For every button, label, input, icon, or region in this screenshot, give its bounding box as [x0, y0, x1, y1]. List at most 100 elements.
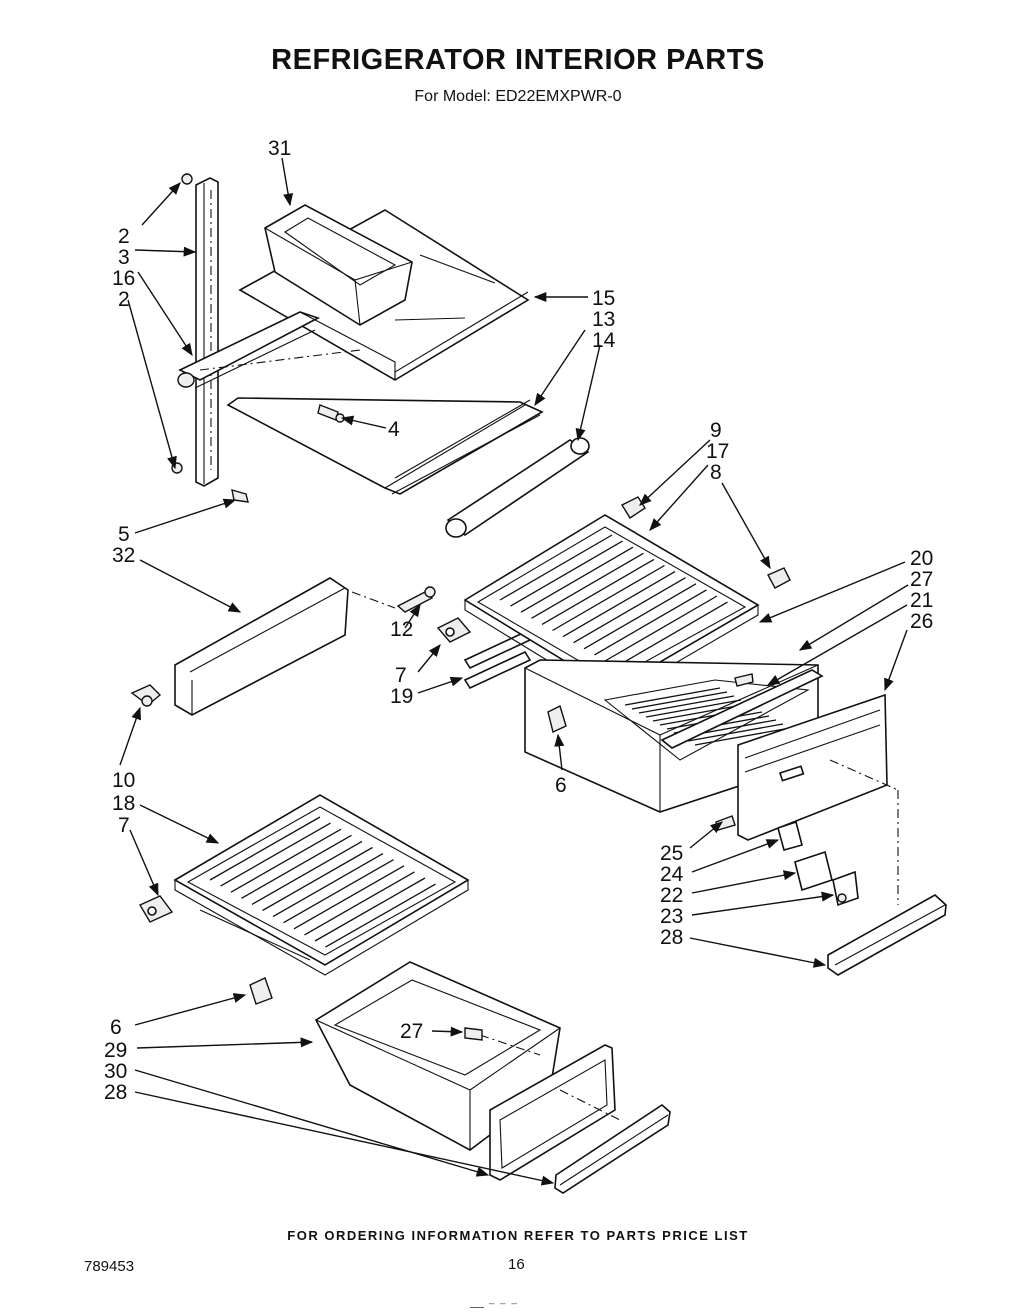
shelf-rib [638, 695, 735, 714]
crisper-bin-part-31 [264, 204, 413, 326]
callout-25: 25 [660, 842, 683, 865]
callout-10: 10 [112, 769, 135, 792]
callout-21: 21 [910, 589, 933, 612]
clip-part-9 [621, 496, 646, 519]
shelf-rib [209, 816, 321, 881]
shelf-rib [510, 540, 623, 607]
callout-32: 32 [112, 544, 135, 567]
damper-part-23 [832, 870, 859, 907]
screw-part-2-top [181, 173, 193, 185]
wire-shelf-part-18 [173, 794, 470, 976]
shelf-rib [624, 687, 721, 706]
shelf-rib [220, 822, 331, 887]
shelf-rib [583, 583, 697, 650]
callout-30: 30 [104, 1060, 127, 1083]
callout-26: 26 [910, 610, 933, 633]
screw-part-25 [715, 815, 736, 831]
clip-part-6-lower [249, 977, 273, 1005]
callout-27-middle: 27 [910, 568, 933, 591]
pan-front-part-30 [489, 1044, 621, 1181]
shelf-rib [304, 871, 415, 936]
callout-8: 8 [710, 461, 722, 484]
callout-7-lower: 7 [118, 814, 130, 837]
model-subtitle: For Model: ED22EMXPWR-0 [414, 88, 622, 105]
ordering-info-note: FOR ORDERING INFORMATION REFER TO PARTS … [287, 1228, 749, 1243]
shelf-rib [283, 859, 394, 924]
callout-2-bottom: 2 [118, 288, 130, 311]
callout-6-middle: 6 [555, 774, 567, 797]
shelf-rib [262, 846, 373, 912]
callout-12: 12 [390, 618, 413, 641]
clip-part-6-middle [547, 705, 567, 733]
callout-4: 4 [388, 418, 400, 441]
callout-22: 22 [660, 884, 683, 907]
slide-part-24 [777, 820, 803, 851]
shelf-rib [645, 699, 742, 718]
page-title: REFRIGERATOR INTERIOR PARTS [271, 44, 765, 76]
callout-3: 3 [118, 246, 130, 269]
callout-17: 17 [706, 440, 729, 463]
shelf-rib [604, 595, 718, 662]
callout-20: 20 [910, 547, 933, 570]
clip-part-8 [767, 567, 791, 589]
callout-24: 24 [660, 863, 684, 886]
bracket-part-7-middle [436, 617, 472, 643]
shelf-rib [531, 552, 644, 619]
clip-part-10 [130, 684, 162, 707]
cover-part-22 [794, 850, 833, 892]
shelf-rib [230, 828, 342, 893]
callout-31: 31 [268, 137, 291, 160]
callout-13: 13 [592, 308, 615, 331]
callout-27-lower: 27 [400, 1020, 423, 1043]
shelf-rib [520, 546, 634, 613]
shelf-trim-part-13 [226, 397, 544, 495]
shelf-rib [325, 883, 436, 948]
shelf-rib [573, 577, 686, 644]
callout-23: 23 [660, 905, 683, 928]
callout-15: 15 [592, 287, 615, 310]
drawer-trim-part-27 [660, 669, 824, 749]
shelf-rib [552, 564, 665, 632]
shelf-frame-part-16 [177, 311, 396, 389]
page-number: 16 [508, 1256, 525, 1273]
callout-28-lower: 28 [104, 1081, 127, 1104]
shelf-rib [241, 834, 352, 899]
shelf-rib [541, 558, 655, 625]
bar-part-32 [174, 577, 349, 716]
callout-14: 14 [592, 329, 616, 352]
screw-part-27-lower [464, 1027, 483, 1041]
callout-7-middle: 7 [395, 664, 407, 687]
shelf-rib [562, 571, 676, 638]
shelf-rail-part-3 [195, 177, 219, 487]
trim-part-28-lower [554, 1103, 671, 1194]
bottom-edge-mark: — ⁻ ⁻ ⁻ [470, 1298, 518, 1314]
callout-16: 16 [112, 267, 135, 290]
shelf-rib [293, 865, 405, 930]
shelf-rib [615, 601, 728, 668]
shelf-rib [631, 691, 728, 710]
shelf-rib [594, 589, 707, 656]
shelf-rib [694, 727, 791, 746]
trim-part-28-right [827, 894, 947, 976]
callout-labels: 2 3 16 2 31 4 15 13 14 5 32 9 17 8 20 27… [104, 137, 933, 1104]
shelf-rib [687, 723, 784, 742]
callout-5: 5 [118, 523, 130, 546]
bracket-part-7-lower [139, 895, 174, 923]
callout-6-lower: 6 [110, 1016, 122, 1039]
callout-2-top: 2 [118, 225, 130, 248]
screw-part-21 [734, 673, 754, 687]
callout-28-right: 28 [660, 926, 683, 949]
shelf-rib [314, 877, 426, 942]
callout-18: 18 [112, 792, 135, 815]
callout-29: 29 [104, 1039, 127, 1062]
callout-leader-lines [119, 157, 909, 1186]
shelf-rib [499, 534, 613, 601]
callout-19: 19 [390, 685, 413, 708]
shelf-rib [272, 853, 384, 918]
front-panel-part-26 [737, 693, 888, 841]
bracket-part-19 [463, 630, 532, 690]
pin-part-12 [351, 586, 436, 613]
callout-9: 9 [710, 419, 722, 442]
